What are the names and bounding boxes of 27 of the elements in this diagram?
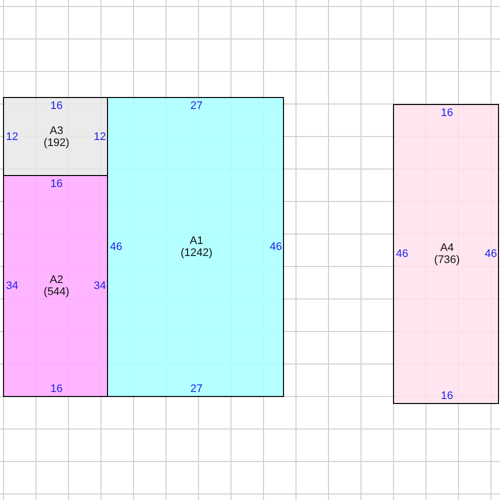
dimension-label: 12 bbox=[94, 130, 106, 142]
dimension-label: 16 bbox=[440, 390, 454, 402]
area-value: (544) bbox=[44, 286, 70, 298]
dimension-label: 27 bbox=[190, 100, 203, 112]
area-name: A4 bbox=[440, 242, 454, 254]
area-name: A1 bbox=[190, 235, 204, 247]
area-value: (1242) bbox=[180, 247, 212, 259]
area-rectangle bbox=[3, 175, 108, 397]
area-rectangle bbox=[107, 97, 284, 397]
dimension-label: 27 bbox=[190, 383, 203, 395]
dimension-label: 16 bbox=[50, 100, 63, 112]
dimension-label: 34 bbox=[6, 280, 18, 292]
dimension-label: 46 bbox=[396, 248, 408, 260]
dimension-label: 46 bbox=[110, 241, 122, 253]
dimension-label: 46 bbox=[270, 241, 282, 253]
area-name: A2 bbox=[50, 274, 64, 286]
area-rectangle bbox=[393, 104, 499, 404]
area-name: A3 bbox=[50, 124, 64, 136]
dimension-label: 16 bbox=[50, 383, 63, 395]
area-value: (192) bbox=[44, 136, 70, 148]
dimension-label: 34 bbox=[94, 280, 106, 292]
area-value: (736) bbox=[434, 254, 460, 266]
dimension-label: 16 bbox=[50, 178, 63, 190]
dimension-label: 46 bbox=[484, 248, 497, 260]
area-rectangle bbox=[3, 97, 108, 176]
dimension-label: 12 bbox=[6, 130, 18, 142]
dimension-label: 16 bbox=[440, 107, 454, 119]
